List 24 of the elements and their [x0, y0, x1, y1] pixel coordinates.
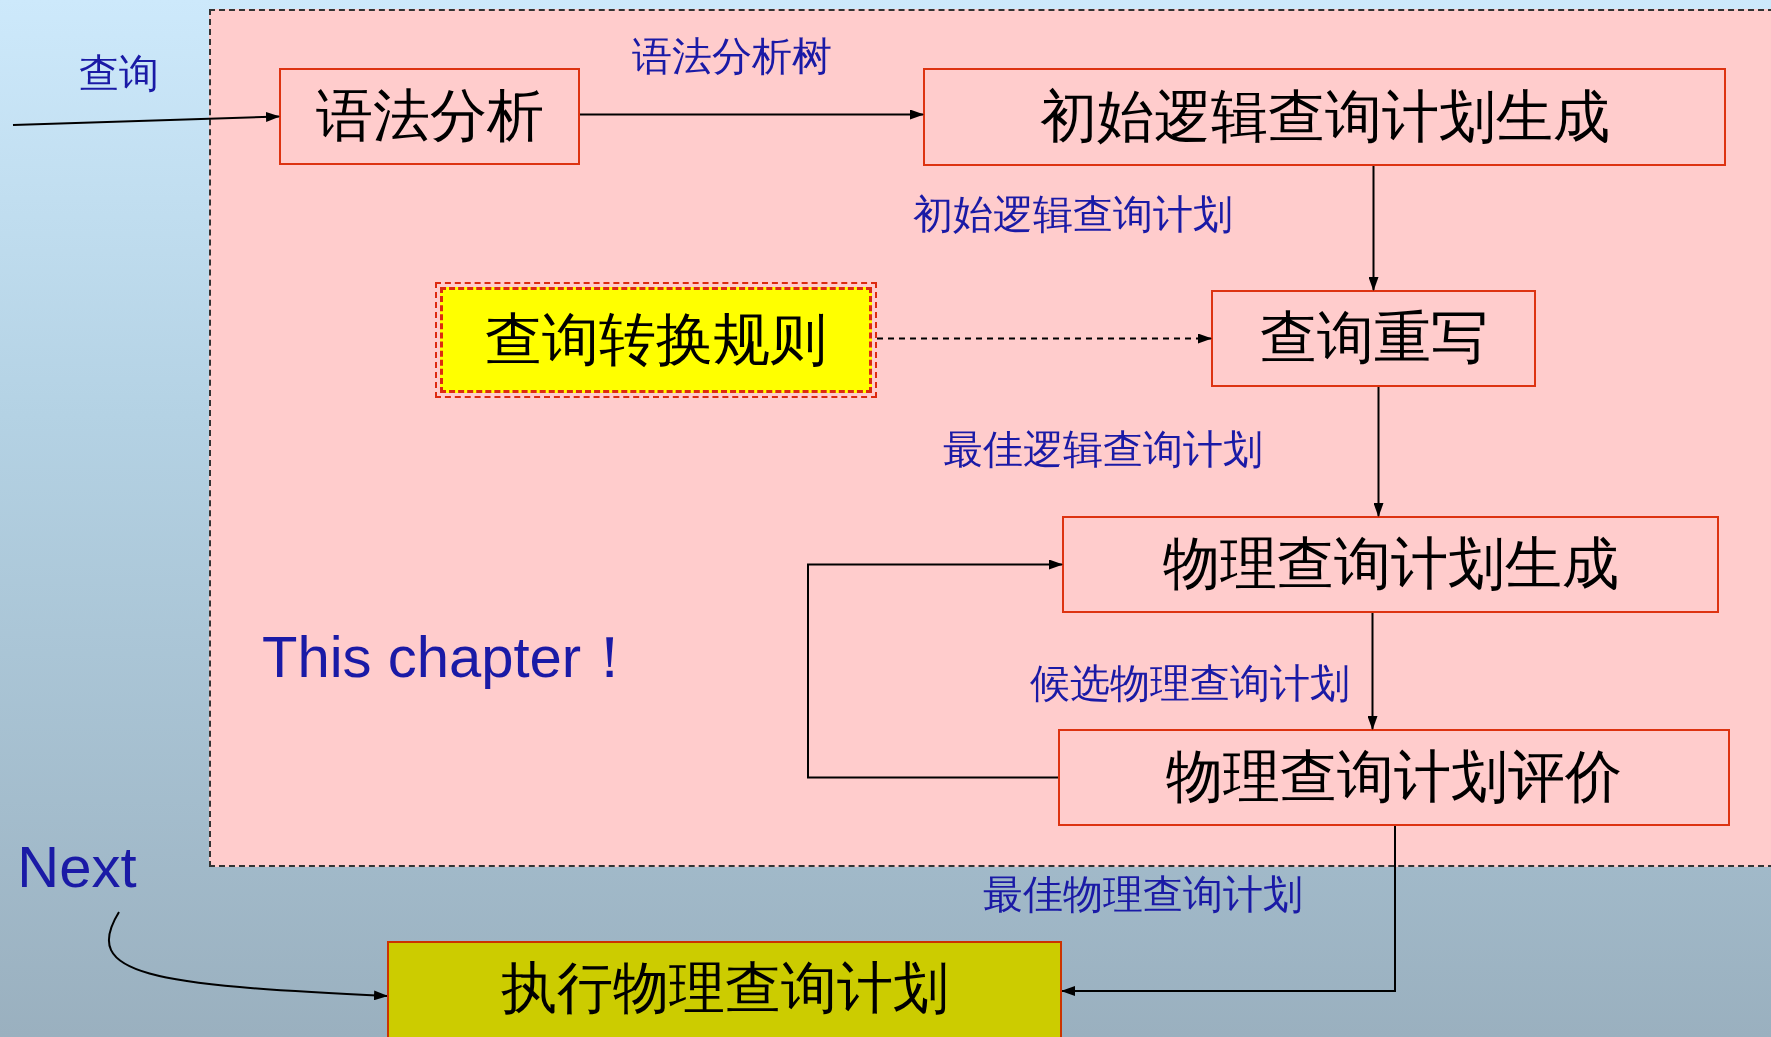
- arrow: [1368, 165, 1379, 291]
- process-box: 语法分析: [279, 68, 580, 165]
- arrow: [807, 559, 1063, 779]
- chapter-region: [209, 9, 1771, 867]
- dashed-arrow: [876, 333, 1212, 344]
- edge-label: 查询: [79, 49, 159, 97]
- arrow: [579, 109, 924, 120]
- chapter-note: This chapter！: [262, 623, 640, 691]
- arrow: [1367, 612, 1378, 730]
- edge-label: 语法分析树: [632, 32, 832, 80]
- next-text: Next: [11, 834, 143, 898]
- execute-box: 执行物理查询计划: [387, 941, 1062, 1037]
- edge-label: 初始逻辑查询计划: [913, 190, 1233, 238]
- arrow: [12, 111, 280, 126]
- process-box: 初始逻辑查询计划生成: [923, 68, 1726, 166]
- edge-label: 最佳物理查询计划: [983, 870, 1303, 918]
- process-box: 物理查询计划评价: [1058, 729, 1730, 826]
- arrow: [1061, 825, 1396, 996]
- arrow: [1373, 386, 1384, 517]
- edge-label: 候选物理查询计划: [1030, 659, 1350, 707]
- process-box: 物理查询计划生成: [1062, 516, 1719, 613]
- arrow: [107, 911, 388, 1001]
- edge-label: 最佳逻辑查询计划: [943, 425, 1263, 473]
- process-box: 查询重写: [1211, 290, 1536, 387]
